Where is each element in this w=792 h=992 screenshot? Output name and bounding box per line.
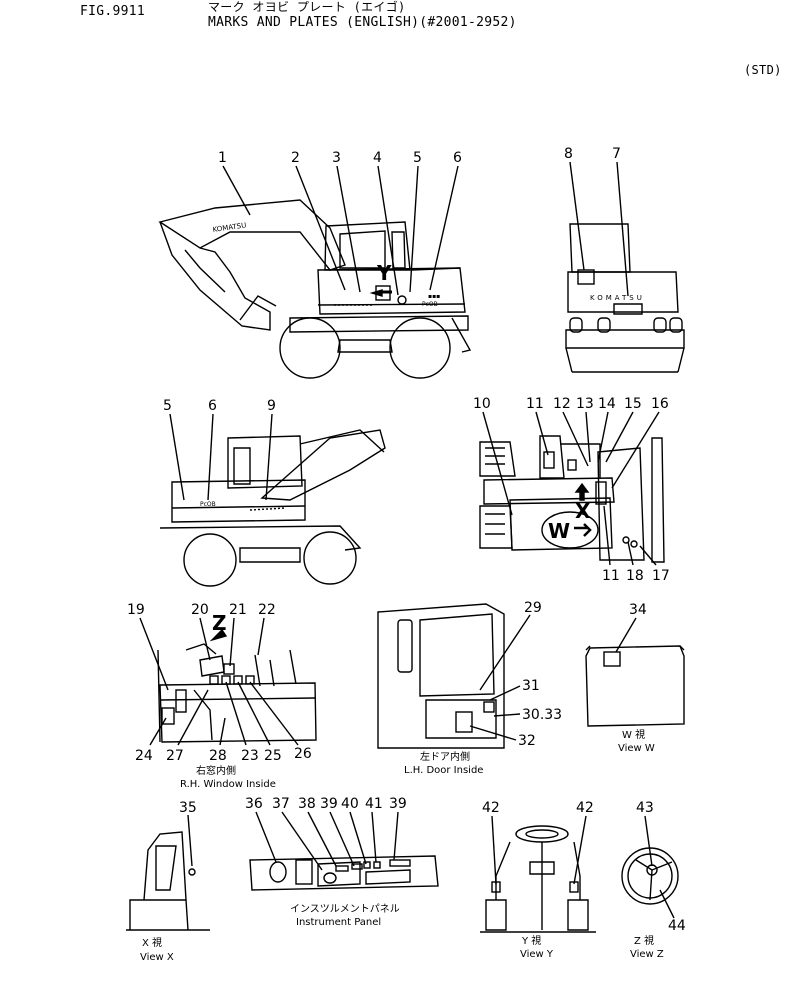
callout-36: 36 — [245, 796, 263, 812]
lh-door-inside-view — [377, 603, 531, 749]
callout-5-right-view: 5 — [163, 398, 172, 414]
callout-19: 19 — [127, 602, 145, 618]
view-y-caption-japanese: Y 視 — [521, 934, 541, 947]
instrument-panel-drawing — [249, 811, 439, 891]
callout-30-33: 30.33 — [522, 707, 562, 723]
callout-11: 11 — [526, 396, 544, 412]
callout-26: 26 — [294, 746, 312, 762]
view-z-drawing — [621, 815, 679, 919]
rear-brand-text: KOMATSU — [590, 294, 645, 302]
callout-23: 23 — [241, 748, 259, 764]
callout-28: 28 — [209, 748, 227, 764]
view-x-marker: X — [575, 499, 591, 523]
callout-39: 39 — [320, 796, 338, 812]
callout-6: 6 — [453, 150, 462, 166]
callout-27: 27 — [166, 748, 184, 764]
callout-9: 9 — [267, 398, 276, 414]
view-w-drawing — [585, 617, 685, 727]
callout-1: 1 — [218, 150, 227, 166]
spec-label: (STD) — [744, 63, 782, 77]
callout-10: 10 — [473, 396, 491, 412]
view-y-caption: View Y — [520, 949, 554, 960]
figure-title-japanese: マーク オヨビ プレート (エイゴ) — [208, 0, 406, 14]
rh-window-inside-view: Z — [139, 611, 317, 746]
callout-14: 14 — [598, 396, 616, 412]
callout-15: 15 — [624, 396, 642, 412]
callout-42-right: 42 — [576, 800, 594, 816]
callout-12: 12 — [553, 396, 571, 412]
callout-39-right: 39 — [389, 796, 407, 812]
view-y-marker: Y — [376, 261, 392, 285]
callout-38: 38 — [298, 796, 316, 812]
excavator-side-view: ▪▪▪ PcOB KOMATSU Y — [158, 165, 472, 379]
callout-22: 22 — [258, 602, 276, 618]
callout-29: 29 — [524, 600, 542, 616]
callout-25: 25 — [264, 748, 282, 764]
callout-16: 16 — [651, 396, 669, 412]
svg-text:PcOB: PcOB — [200, 501, 216, 508]
svg-text:▪▪▪: ▪▪▪ — [428, 293, 440, 300]
lh-door-caption-japanese: 左ドア内側 — [420, 750, 470, 763]
view-x-caption-japanese: X 視 — [142, 936, 162, 949]
callout-3: 3 — [332, 150, 341, 166]
callout-4: 4 — [373, 150, 382, 166]
callout-11-lower: 11 — [602, 568, 620, 584]
callout-18: 18 — [626, 568, 644, 584]
view-x-drawing — [126, 814, 210, 931]
view-x-caption: View X — [140, 952, 174, 963]
instrument-panel-caption: Instrument Panel — [296, 917, 381, 928]
callout-17: 17 — [652, 568, 670, 584]
callout-44: 44 — [668, 918, 686, 934]
callout-35: 35 — [179, 800, 197, 816]
callout-21: 21 — [229, 602, 247, 618]
callout-5: 5 — [413, 150, 422, 166]
rh-window-caption-japanese: 右窓内側 — [196, 764, 236, 777]
callout-7: 7 — [612, 146, 621, 162]
figure-title: MARKS AND PLATES (ENGLISH)(#2001-2952) — [208, 15, 517, 30]
callout-37: 37 — [272, 796, 290, 812]
callout-31: 31 — [522, 678, 540, 694]
view-w-caption-japanese: W 視 — [622, 728, 645, 741]
rh-window-caption: R.H. Window Inside — [180, 779, 276, 790]
view-z-caption: View Z — [630, 949, 664, 960]
view-w-marker: W — [548, 519, 570, 543]
svg-text:PcOB: PcOB — [422, 301, 438, 308]
view-z-marker: Z — [212, 611, 227, 635]
callout-8: 8 — [564, 146, 573, 162]
excavator-top-view: W X — [479, 411, 665, 566]
callout-24: 24 — [135, 748, 153, 764]
figure-number: FIG.9911 — [80, 4, 146, 19]
callout-6-right-view: 6 — [208, 398, 217, 414]
view-y-drawing — [480, 815, 596, 933]
view-z-caption-japanese: Z 視 — [634, 934, 654, 947]
excavator-rear-view: KOMATSU — [565, 161, 685, 373]
view-w-caption: View W — [618, 743, 655, 754]
callout-43: 43 — [636, 800, 654, 816]
callout-13: 13 — [576, 396, 594, 412]
instrument-panel-caption-japanese: インスツルメントパネル — [290, 903, 400, 915]
callout-32: 32 — [518, 733, 536, 749]
lh-door-caption: L.H. Door Inside — [404, 765, 483, 776]
excavator-right-side-view: PcOB — [159, 413, 386, 587]
callout-34: 34 — [629, 602, 647, 618]
callout-20: 20 — [191, 602, 209, 618]
callout-41: 41 — [365, 796, 383, 812]
callout-42-left: 42 — [482, 800, 500, 816]
callout-40: 40 — [341, 796, 359, 812]
callout-2: 2 — [291, 150, 300, 166]
